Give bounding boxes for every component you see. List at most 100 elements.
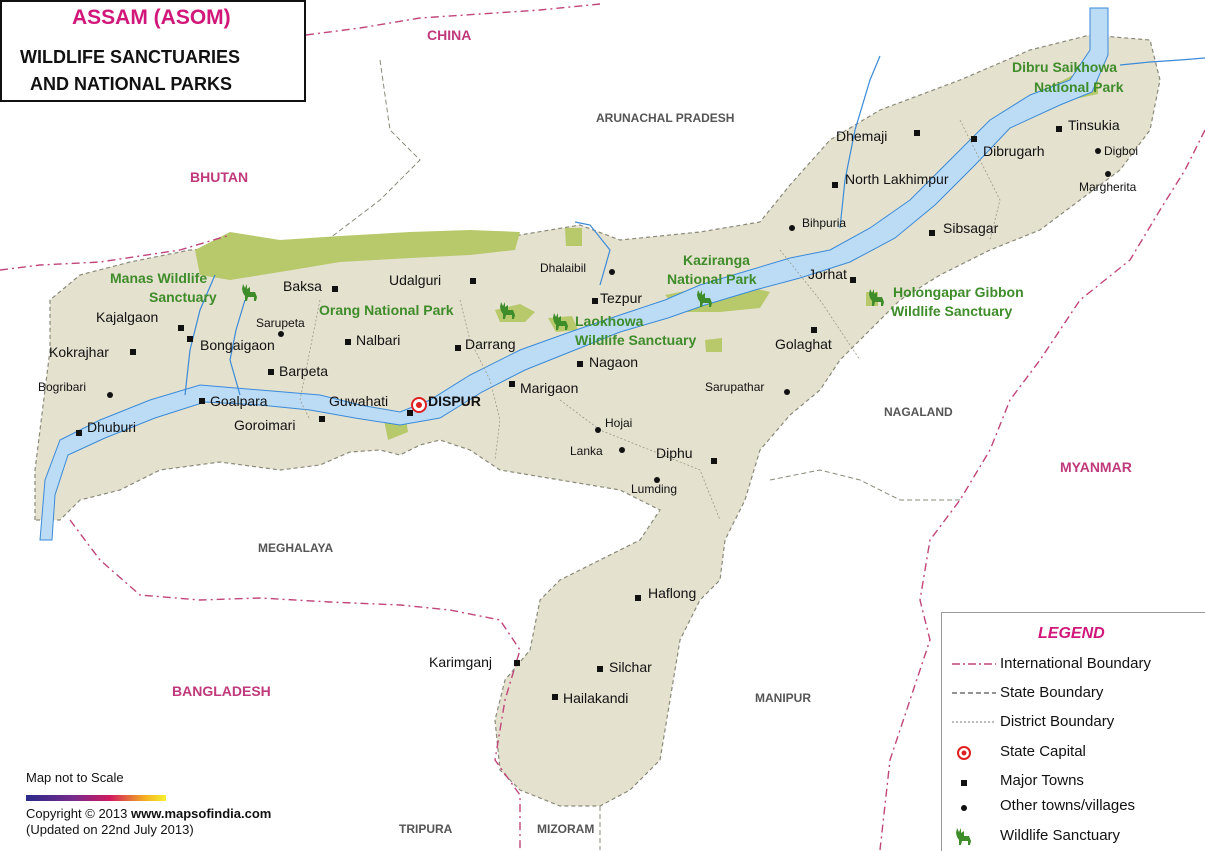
kokrajhar-marker <box>130 349 136 355</box>
legend-major: Major Towns <box>942 770 1205 792</box>
sarupeta-label: Sarupeta <box>256 316 305 330</box>
nagaon-marker <box>577 361 583 367</box>
sarupeta-marker <box>278 331 284 337</box>
dikrong-river <box>1119 57 1205 66</box>
margherita-marker <box>1105 171 1111 177</box>
udalguri-marker <box>470 278 476 284</box>
digboi-marker <box>1095 148 1101 154</box>
haflong-marker <box>635 595 641 601</box>
lanka-marker <box>619 447 625 453</box>
bogribari-label: Bogribari <box>38 380 86 394</box>
legend-other: Other towns/villages <box>942 795 1205 817</box>
china-label: CHINA <box>427 27 471 43</box>
major-town-icon <box>961 780 967 786</box>
legend-wildlife: Wildlife Sanctuary <box>942 825 1205 847</box>
manas-label-2: Sanctuary <box>149 289 217 305</box>
scale-note: Map not to Scale <box>26 770 124 785</box>
state-capital-icon <box>957 746 971 760</box>
diphu-label: Diphu <box>656 445 693 461</box>
tinsukia-label: Tinsukia <box>1068 117 1120 133</box>
manipur-label: MANIPUR <box>755 691 811 705</box>
tripura-label: TRIPURA <box>399 822 453 836</box>
legend-other-label: Other towns/villages <box>1000 797 1136 814</box>
holongapar-label-2: Wildlife Sanctuary <box>891 303 1012 319</box>
district-boundary-b <box>459 299 501 461</box>
haflong-label: Haflong <box>648 585 696 601</box>
goroimari-label: Goroimari <box>234 417 295 433</box>
district-boundary-d <box>779 249 861 361</box>
district-boundary-symbol <box>952 721 996 723</box>
dispur-label: DISPUR <box>428 393 481 409</box>
international-boundary-north <box>0 234 231 271</box>
lanka-label: Lanka <box>570 444 603 458</box>
kaziranga-label-2: National Park <box>667 271 757 287</box>
bongaigaon-label: Bongaigaon <box>200 337 275 353</box>
sarupathar-label: Sarupathar <box>705 380 764 394</box>
udalguri-label: Udalguri <box>389 272 441 288</box>
north-lakhimpur-marker <box>832 182 838 188</box>
legend-international: International Boundary <box>942 653 1205 675</box>
legend-title: LEGEND <box>1038 625 1105 642</box>
north-lakhimpur-label: North Lakhimpur <box>845 171 949 187</box>
map-subtitle-line2: AND NATIONAL PARKS <box>30 74 232 94</box>
dibru-label-1: Dibru Saikhowa <box>1012 59 1117 75</box>
nagaland-label: NAGALAND <box>884 405 953 419</box>
international-boundary-symbol <box>952 663 996 665</box>
bihpuria-marker <box>789 225 795 231</box>
scale-gradient-bar <box>26 795 166 801</box>
bihpuria-label: Bihpuria <box>802 216 846 230</box>
legend-international-label: International Boundary <box>1000 655 1151 672</box>
silchar-marker <box>597 666 603 672</box>
nalbari-label: Nalbari <box>356 332 400 348</box>
laokhowa-label-2: Wildlife Sanctuary <box>575 332 696 348</box>
copyright-prefix: Copyright © 2013 <box>26 806 131 821</box>
legend-major-label: Major Towns <box>1000 772 1084 789</box>
arunachal-label: ARUNACHAL PRADESH <box>596 111 734 125</box>
state-boundary-symbol <box>952 692 996 694</box>
jorhat-label: Jorhat <box>808 266 847 282</box>
international-boundary-myanmar <box>879 129 1205 850</box>
bhareli-river <box>574 221 611 286</box>
manas-label-1: Manas Wildlife <box>110 270 207 286</box>
hojai-marker <box>595 427 601 433</box>
karimganj-label: Karimganj <box>429 654 492 670</box>
other-town-icon <box>961 805 967 811</box>
mizoram-label: MIZORAM <box>537 822 594 836</box>
guwahati-label: Guwahati <box>329 393 388 409</box>
orang-label: Orang National Park <box>319 302 454 318</box>
district-boundary-a <box>299 299 321 421</box>
dhemaji-label: Dhemaji <box>836 128 887 144</box>
bogribari-marker <box>107 392 113 398</box>
east-karbi-park-area <box>705 338 722 352</box>
map-title: ASSAM (ASOM) <box>72 6 231 29</box>
bhutan-label: BHUTAN <box>190 169 248 185</box>
baksa-label: Baksa <box>283 278 322 294</box>
goroimari-marker <box>319 416 325 422</box>
bangladesh-label: BANGLADESH <box>172 683 271 699</box>
sarupathar-marker <box>784 389 790 395</box>
legend-state-label: State Boundary <box>1000 684 1104 701</box>
goalpara-marker <box>199 398 205 404</box>
guwahati-marker <box>407 410 413 416</box>
kaziranga-label-1: Kaziranga <box>683 252 750 268</box>
state-boundary-arunachal <box>329 59 421 239</box>
international-boundary-bangladesh <box>69 519 521 850</box>
legend-wildlife-label: Wildlife Sanctuary <box>1000 827 1121 844</box>
nalbari-marker <box>345 339 351 345</box>
sibsagar-marker <box>929 230 935 236</box>
marigaon-marker <box>509 381 515 387</box>
hojai-label: Hojai <box>605 416 632 430</box>
sibsagar-label: Sibsagar <box>943 220 999 236</box>
margherita-label: Margherita <box>1079 180 1137 194</box>
kajalgaon-marker <box>178 325 184 331</box>
tinsukia-marker <box>1056 126 1062 132</box>
dhalaibil-label: Dhalaibil <box>540 261 586 275</box>
meghalaya-label: MEGHALAYA <box>258 541 333 555</box>
darrang-label: Darrang <box>465 336 516 352</box>
dhalaibil-marker <box>609 269 615 275</box>
legend-state: State Boundary <box>942 682 1205 704</box>
manas-park-area <box>195 230 520 280</box>
dhuburi-label: Dhuburi <box>87 419 136 435</box>
legend-capital-label: State Capital <box>1000 743 1086 760</box>
